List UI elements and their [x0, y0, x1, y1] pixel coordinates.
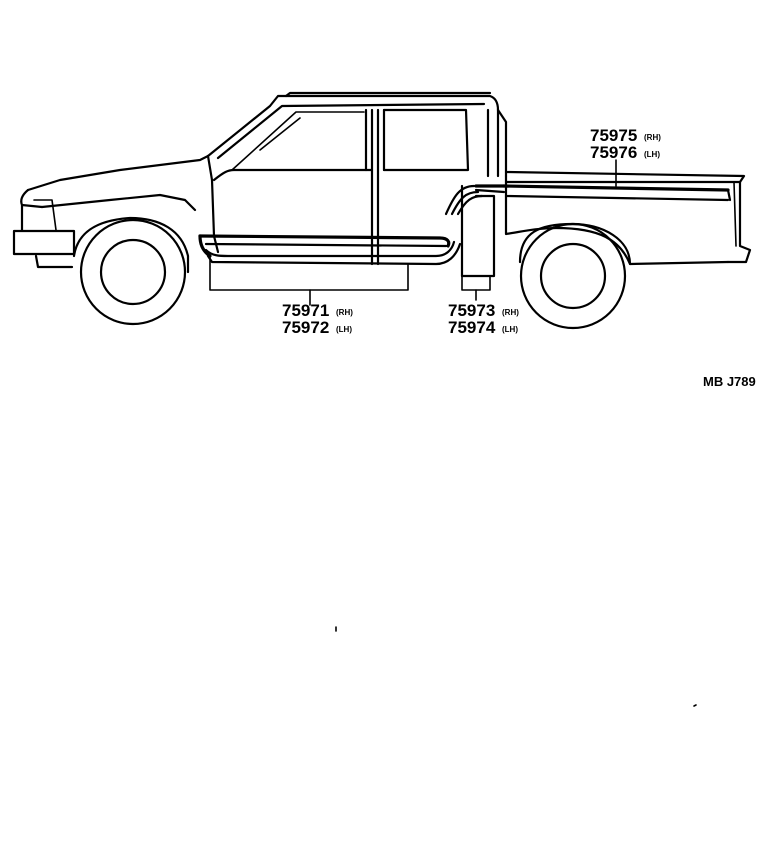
part-label-75972: 75972 (LH): [282, 318, 352, 337]
part-side: (LH): [644, 150, 660, 159]
part-side: (RH): [502, 308, 519, 317]
part-side: (RH): [336, 308, 353, 317]
part-side: (RH): [644, 133, 661, 142]
part-number: 75971: [282, 301, 329, 320]
leader-lines: [209, 159, 617, 306]
part-label-75976: 75976 (LH): [590, 143, 660, 162]
truck-body: [12, 91, 752, 330]
part-label-75975: 75975 (RH): [590, 126, 661, 145]
part-label-75973: 75973 (RH): [448, 301, 519, 320]
part-number: 75974: [448, 318, 496, 337]
part-side: (LH): [336, 325, 352, 334]
part-label-75974: 75974 (LH): [448, 318, 518, 337]
part-number: 75976: [590, 143, 637, 162]
part-number: 75973: [448, 301, 495, 320]
figure-code: MB J789: [703, 374, 756, 389]
part-label-75971: 75971 (RH): [282, 301, 353, 320]
part-number: 75972: [282, 318, 329, 337]
scan-specks: [335, 626, 697, 707]
part-number: 75975: [590, 126, 637, 145]
part-side: (LH): [502, 325, 518, 334]
